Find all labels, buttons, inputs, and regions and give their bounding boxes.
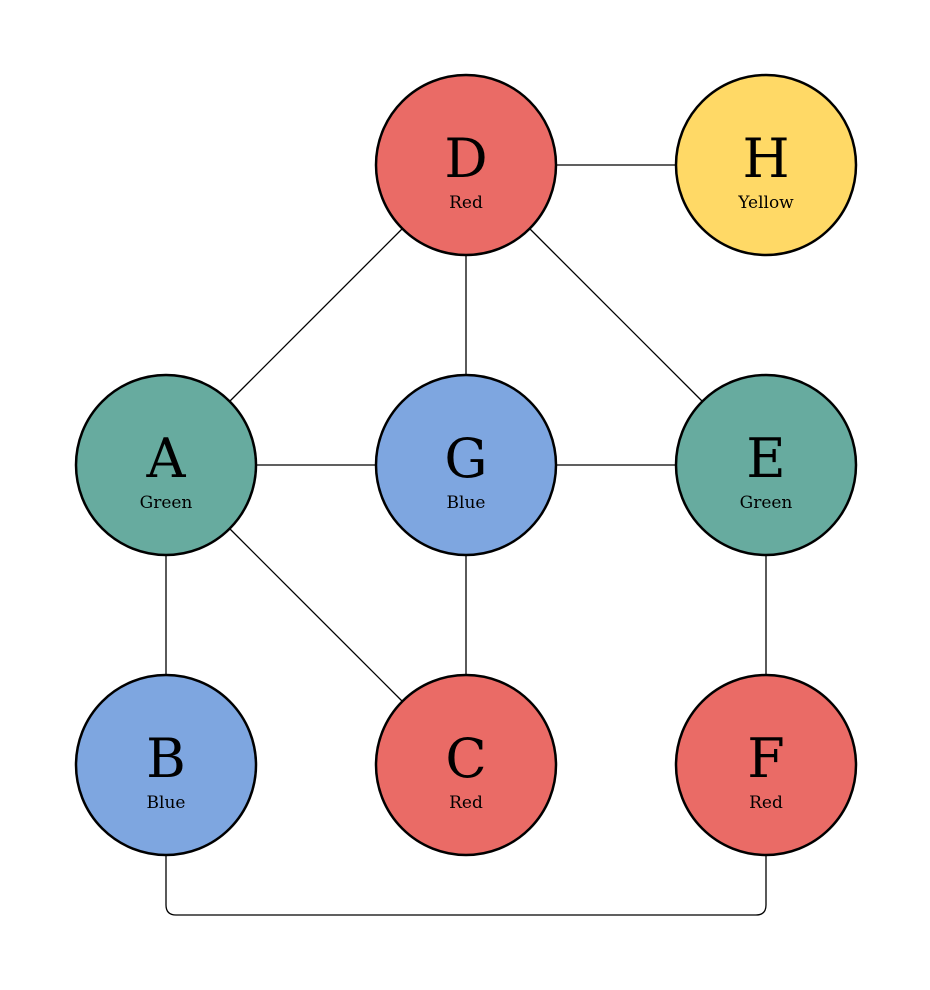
- node-circle: [374, 673, 558, 857]
- node-letter: C: [445, 727, 486, 790]
- node-color-label: Red: [749, 793, 783, 813]
- edges-layer: [165, 164, 767, 916]
- node-circle: [674, 373, 858, 557]
- node-letter: D: [444, 127, 487, 190]
- node-circle: [74, 373, 258, 557]
- node-color-label: Red: [449, 193, 483, 213]
- node-circle: [374, 373, 558, 557]
- node-h: H Yellow: [674, 73, 858, 257]
- node-letter: G: [444, 427, 487, 490]
- node-letter: A: [146, 427, 187, 490]
- edge-a-c: [229, 528, 403, 702]
- node-circle: [674, 673, 858, 857]
- node-color-label: Green: [740, 493, 793, 513]
- node-letter: B: [146, 727, 186, 790]
- node-d: D Red: [374, 73, 558, 257]
- edge-d-a: [229, 228, 403, 402]
- edge-d-e: [529, 228, 703, 402]
- node-e: E Green: [674, 373, 858, 557]
- node-a: A Green: [74, 373, 258, 557]
- node-color-label: Blue: [447, 493, 486, 513]
- node-color-label: Red: [449, 793, 483, 813]
- node-color-label: Blue: [147, 793, 186, 813]
- node-c: C Red: [374, 673, 558, 857]
- node-circle: [374, 73, 558, 257]
- node-circle: [674, 73, 858, 257]
- node-color-label: Yellow: [737, 193, 794, 213]
- node-color-label: Green: [140, 493, 193, 513]
- node-circle: [74, 673, 258, 857]
- node-letter: F: [747, 727, 784, 790]
- node-g: G Blue: [374, 373, 558, 557]
- node-f: F Red: [674, 673, 858, 857]
- edge-b-f: [165, 855, 767, 916]
- node-letter: E: [746, 427, 785, 490]
- nodes-layer: DRedHYellowAGreenGBlueEGreenBBlueCRedFRe…: [74, 73, 858, 857]
- node-letter: H: [742, 127, 789, 190]
- node-b: B Blue: [74, 673, 258, 857]
